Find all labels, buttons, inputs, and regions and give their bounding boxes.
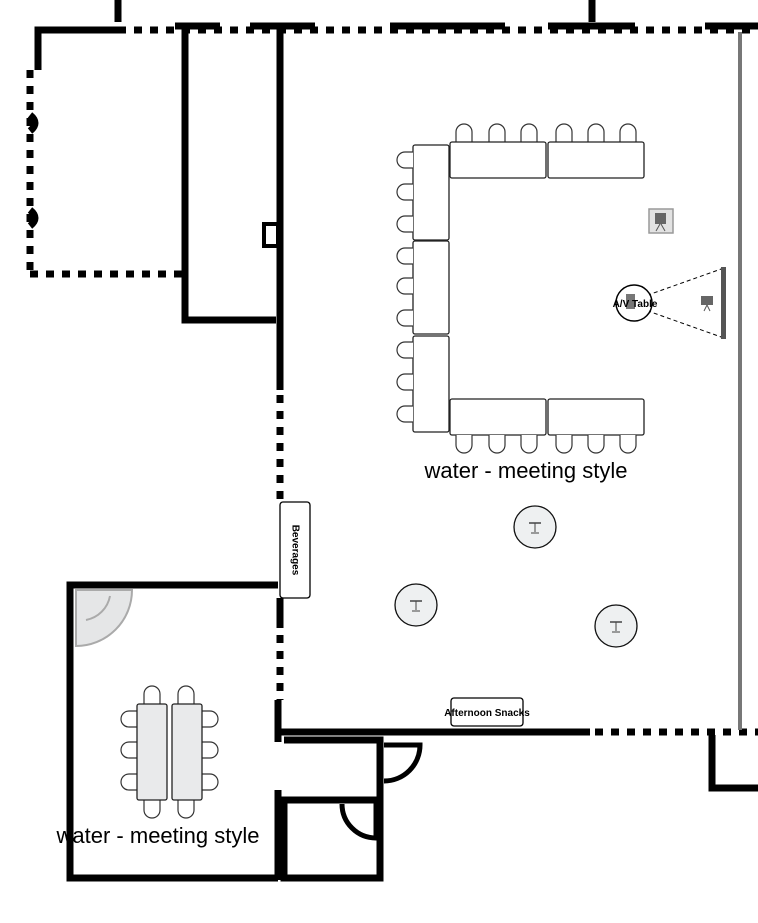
av-table-label: A/V Table: [613, 299, 658, 310]
doors: [75, 589, 423, 841]
projection-screen: [721, 267, 726, 339]
chair: [619, 435, 637, 454]
chair: [455, 435, 473, 454]
bottom-chairs: [455, 435, 637, 454]
top-chairs: [455, 123, 637, 142]
table: [412, 335, 450, 433]
column: [262, 222, 280, 248]
chair: [555, 123, 573, 142]
table: [412, 240, 450, 335]
chair: [619, 123, 637, 142]
easel-icon: [648, 208, 674, 234]
beverages-table: Beverages: [279, 501, 311, 599]
chair: [587, 435, 605, 454]
chair: [202, 773, 219, 791]
table: [547, 398, 645, 436]
cocktail-table: [394, 583, 438, 627]
small-room-walls: [66, 581, 278, 882]
main-room-style-label: water - meeting style: [424, 458, 628, 483]
closet-door-upper: [383, 742, 423, 784]
chair: [555, 435, 573, 454]
cocktail-table: [594, 604, 638, 648]
chair: [396, 341, 413, 359]
chair: [396, 215, 413, 233]
chair: [177, 800, 195, 819]
chair: [520, 123, 538, 142]
small-room-door-swing: [75, 589, 134, 648]
projector-icon: [701, 296, 713, 312]
chair: [143, 685, 161, 704]
av-equipment-icon: [626, 294, 635, 309]
u-shape-tables: [396, 123, 645, 454]
table: [449, 141, 547, 179]
chair: [120, 741, 137, 759]
chair: [488, 123, 506, 142]
table: [136, 703, 168, 801]
small-room-door-arc-inner: [85, 595, 111, 621]
corridor-west-wall: [181, 26, 276, 324]
chair: [396, 405, 413, 423]
chair: [177, 685, 195, 704]
chair: [455, 123, 473, 142]
left-room-wall-notches: [27, 112, 39, 229]
table: [412, 144, 450, 241]
left-room-top-wall: [34, 26, 120, 70]
small-room-furniture: [120, 685, 219, 819]
chair: [396, 309, 413, 327]
chair: [120, 773, 137, 791]
small-room-style-label: water - meeting style: [56, 823, 260, 848]
chair: [396, 373, 413, 391]
chair: [202, 741, 219, 759]
chair: [396, 151, 413, 169]
snacks-label: Afternoon Snacks: [444, 708, 530, 719]
chair: [202, 710, 219, 728]
closet-door-lower: [339, 802, 379, 841]
chair: [120, 710, 137, 728]
av-setup: A/V Table: [613, 267, 726, 339]
chair: [396, 277, 413, 295]
chair: [143, 800, 161, 819]
chair: [488, 435, 506, 454]
table: [171, 703, 203, 801]
left-chairs: [396, 151, 413, 423]
chair: [396, 247, 413, 265]
chair: [396, 183, 413, 201]
beverages-label: Beverages: [289, 525, 300, 576]
snacks-table: Afternoon Snacks: [444, 697, 530, 727]
table: [449, 398, 547, 436]
table: [547, 141, 645, 179]
cocktail-table: [513, 505, 557, 549]
closet-walls: [280, 736, 384, 882]
chair: [520, 435, 538, 454]
walls: [26, 0, 758, 882]
cocktail-tables: [394, 505, 638, 648]
chair: [587, 123, 605, 142]
south-east-alcove: [708, 735, 758, 792]
